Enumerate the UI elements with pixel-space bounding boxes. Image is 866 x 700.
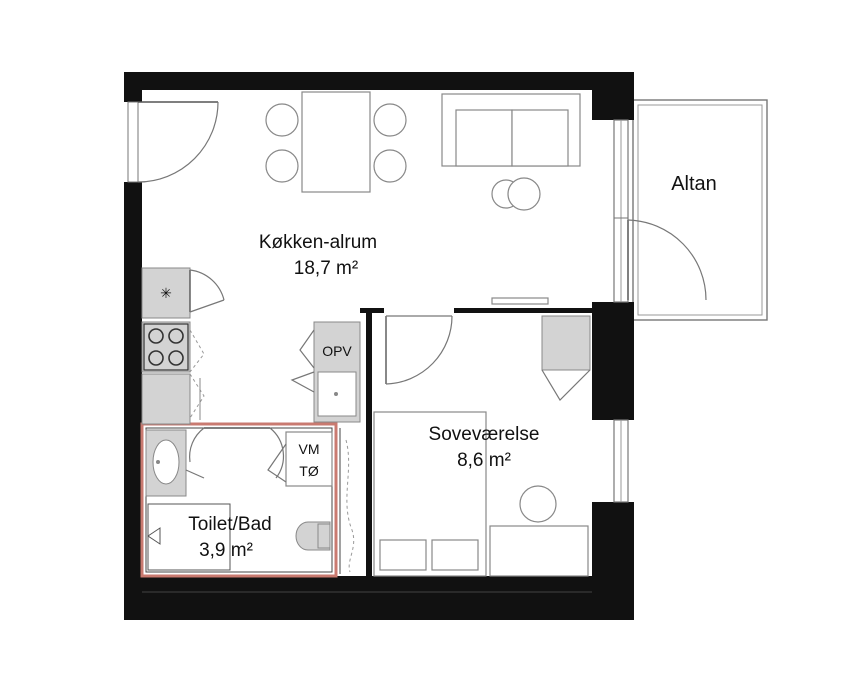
dining-set bbox=[265, 91, 407, 193]
storage-label: OPV bbox=[322, 343, 352, 359]
kitchen-name: Køkken-alrum bbox=[259, 232, 377, 253]
bedroom-name: Soveværelse bbox=[429, 424, 540, 445]
coffee-tables bbox=[491, 177, 541, 211]
dryer-label: TØ bbox=[299, 463, 319, 479]
tv-bench bbox=[491, 297, 549, 305]
exterior-walls bbox=[124, 72, 634, 620]
freezer-icon: ✳ bbox=[160, 285, 172, 301]
interior-walls bbox=[360, 308, 594, 578]
bathroom-name: Toilet/Bad bbox=[188, 514, 271, 535]
bathroom-area: 3,9 m² bbox=[199, 540, 253, 561]
kitchen-area: 18,7 m² bbox=[294, 258, 358, 279]
balcony bbox=[632, 99, 768, 321]
entrance-door bbox=[127, 101, 219, 183]
balcony-name: Altan bbox=[671, 173, 717, 195]
bedroom-door bbox=[385, 315, 453, 385]
washer-label: VM bbox=[299, 441, 320, 457]
storage-cabinet bbox=[290, 321, 361, 423]
right-window-upper bbox=[613, 119, 629, 303]
kitchen-counter bbox=[141, 267, 225, 425]
closet-dashed bbox=[339, 428, 355, 574]
desk bbox=[489, 485, 589, 577]
wardrobe bbox=[541, 315, 591, 401]
sofa bbox=[441, 93, 581, 167]
bed bbox=[373, 411, 487, 577]
balcony-door bbox=[627, 219, 707, 301]
bathroom bbox=[140, 422, 338, 578]
bedroom-area: 8,6 m² bbox=[457, 450, 511, 471]
right-window-lower bbox=[613, 419, 629, 503]
